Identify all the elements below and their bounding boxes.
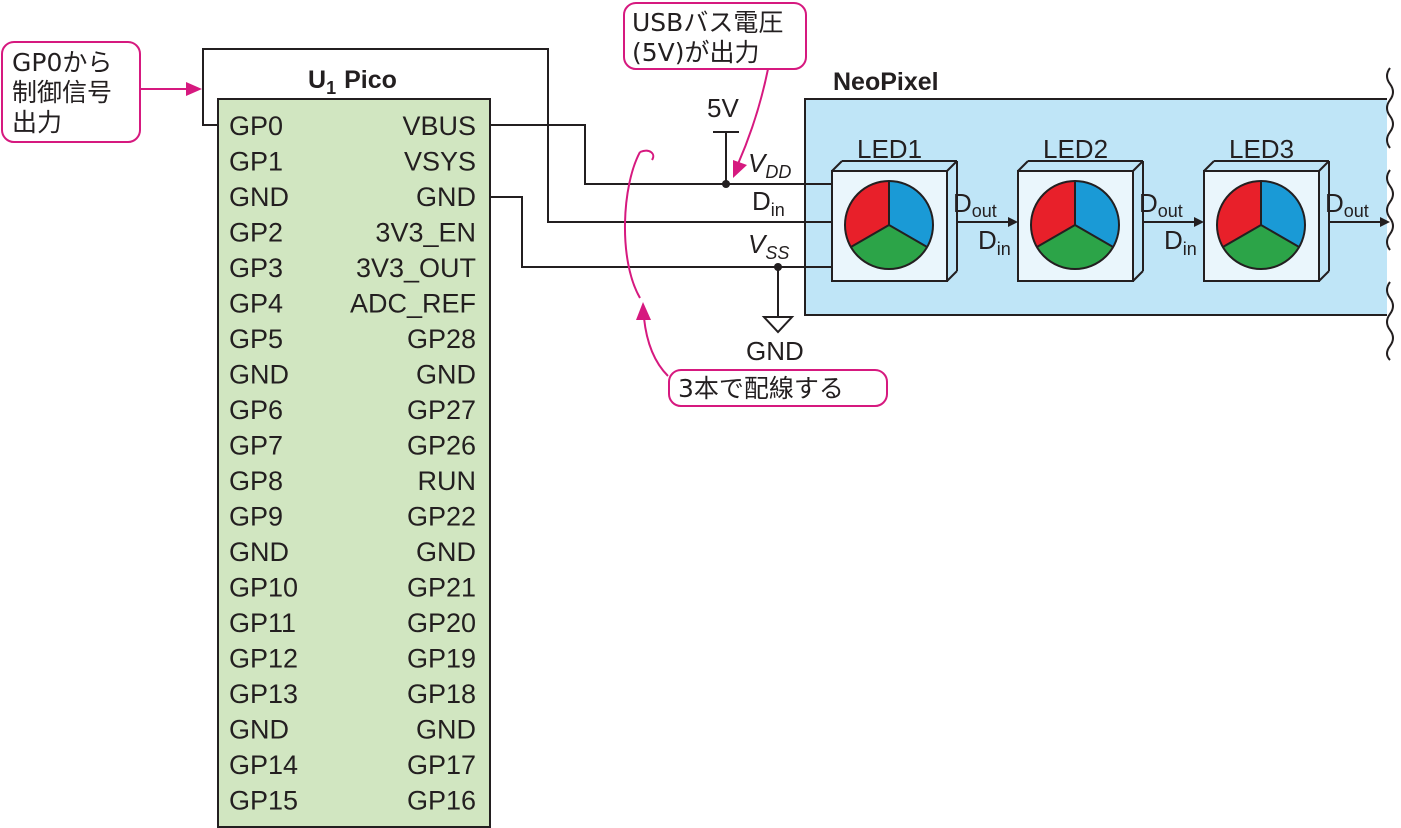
pico-left-pin: GND (229, 537, 289, 567)
pico-left-pin: GP13 (229, 679, 298, 709)
pico-right-pin: GND (416, 360, 476, 390)
pico-board (217, 98, 491, 828)
pico-left-pin: GND (229, 715, 289, 745)
led-3-din-label: Din (1164, 225, 1197, 259)
din-label: Din (752, 186, 785, 220)
pico-left-pin: GP5 (229, 324, 283, 354)
pico-left-pins: GP0GP1GNDGP2GP3GP4GP5GNDGP6GP7GP8GP9GNDG… (229, 111, 298, 816)
pico-right-pins: VBUSVSYSGND3V3_EN3V3_OUTADC_REFGP28GNDGP… (350, 111, 476, 816)
callout-gp0-box (1, 41, 141, 143)
callout-gp0-line3: 出力 (12, 108, 62, 137)
pico-left-pin: GP6 (229, 395, 283, 425)
din-wire (202, 48, 832, 223)
ground-symbol (761, 316, 795, 334)
led-2-din-label: Din (978, 225, 1011, 259)
callout-usb-line1: USBバス電圧 (632, 8, 783, 37)
callout-usb-box (623, 2, 807, 70)
pico-right-pin: GND (416, 715, 476, 745)
wire-bundle-arc (623, 151, 641, 299)
callout-usb-arrowhead (733, 160, 747, 178)
pico-right-pin: GP16 (407, 786, 476, 816)
pico-left-pin: GP7 (229, 431, 283, 461)
vss-junction (774, 263, 782, 271)
led-1-dout-label: Dout (953, 188, 997, 221)
pico-left-pin: GP11 (229, 608, 296, 638)
pico-left-pin: GP4 (229, 289, 283, 319)
pico-left-pin: GP3 (229, 253, 283, 283)
pico-right-pin: GP17 (407, 750, 476, 780)
vdd-wire (490, 124, 832, 185)
led-data-chain: Dout Din Dout Din Dout (953, 188, 1390, 259)
pico-left-pin: GP10 (229, 573, 298, 603)
pico-right-pin: 3V3_EN (375, 218, 476, 248)
pico-left-pin: GP14 (229, 750, 298, 780)
pico-right-pin: RUN (418, 466, 477, 496)
neopixel-title: NeoPixel (833, 68, 939, 96)
strip-cut-wave-top (1386, 67, 1394, 149)
wiring: 5V VDD Din VSS GND (202, 48, 832, 366)
pico-left-pin: GP12 (229, 644, 298, 674)
five-v-label: 5V (707, 93, 739, 123)
led-1-rgb-die (844, 180, 934, 270)
vss-label: VSS (748, 229, 789, 263)
pico-right-pin: VBUS (402, 111, 476, 141)
pico-right-pin: GP19 (407, 644, 476, 674)
pico-right-pin: GP27 (407, 395, 476, 425)
vss-wire (490, 196, 832, 268)
strip-cut-wave-middle (1386, 169, 1394, 251)
callout-gp0-arrowhead (186, 82, 202, 96)
pico-right-pin: 3V3_OUT (356, 253, 476, 283)
callout-gp0-line2: 制御信号 (12, 78, 112, 107)
wire-bundle-arc-top (639, 149, 655, 161)
gnd-label: GND (746, 336, 804, 366)
strip-cut-wave-bottom (1386, 281, 1394, 361)
led-3-rgb-die (1216, 180, 1306, 270)
pico-right-pin: GP22 (407, 502, 476, 532)
led-2-label: LED2 (1043, 134, 1108, 164)
pico-right-pin: ADC_REF (350, 289, 476, 319)
pico-right-pin: GP20 (407, 608, 476, 638)
led-3-dout-label: Dout (1325, 188, 1369, 221)
pico-left-pin: GP15 (229, 786, 298, 816)
led-1-label: LED1 (857, 134, 922, 164)
led-3: LED3 (1203, 134, 1330, 282)
led-2-rgb-die (1030, 180, 1120, 270)
pico-left-pin: GP2 (229, 218, 283, 248)
pico-left-pin: GND (229, 182, 289, 212)
pico-right-pin: GP26 (407, 431, 476, 461)
vdd-label: VDD (748, 148, 791, 182)
callout-gp0: GP0から 制御信号 出力 (1, 41, 202, 143)
vdd-junction (722, 180, 730, 188)
pico-right-pin: GND (416, 182, 476, 212)
pico-right-pin: GP28 (407, 324, 476, 354)
callout-wiring-text: 3本で配線する (678, 374, 844, 403)
callout-usb-line2: (5V)が出力 (632, 38, 760, 67)
pico-right-pin: GP18 (407, 679, 476, 709)
pico-left-pin: GP8 (229, 466, 283, 496)
pico-right-pin: VSYS (404, 147, 476, 177)
pico-left-pin: GP1 (229, 147, 283, 177)
callout-wiring-box (668, 369, 888, 407)
led-2: LED2 (1017, 134, 1144, 282)
led-3-label: LED3 (1229, 134, 1294, 164)
callout-wiring: 3本で配線する (623, 149, 888, 407)
pico-left-pin: GP0 (229, 111, 283, 141)
pico-right-pin: GP21 (407, 573, 476, 603)
callout-gp0-line1: GP0から (12, 48, 112, 77)
pico-left-pin: GND (229, 360, 289, 390)
pico-left-pin: GP9 (229, 502, 283, 532)
led-2-dout-label: Dout (1139, 188, 1183, 221)
led-1: LED1 (831, 134, 958, 282)
callout-wiring-arrowhead (636, 302, 651, 320)
pico-right-pin: GND (416, 537, 476, 567)
callout-usb: USBバス電圧 (5V)が出力 (623, 2, 807, 178)
